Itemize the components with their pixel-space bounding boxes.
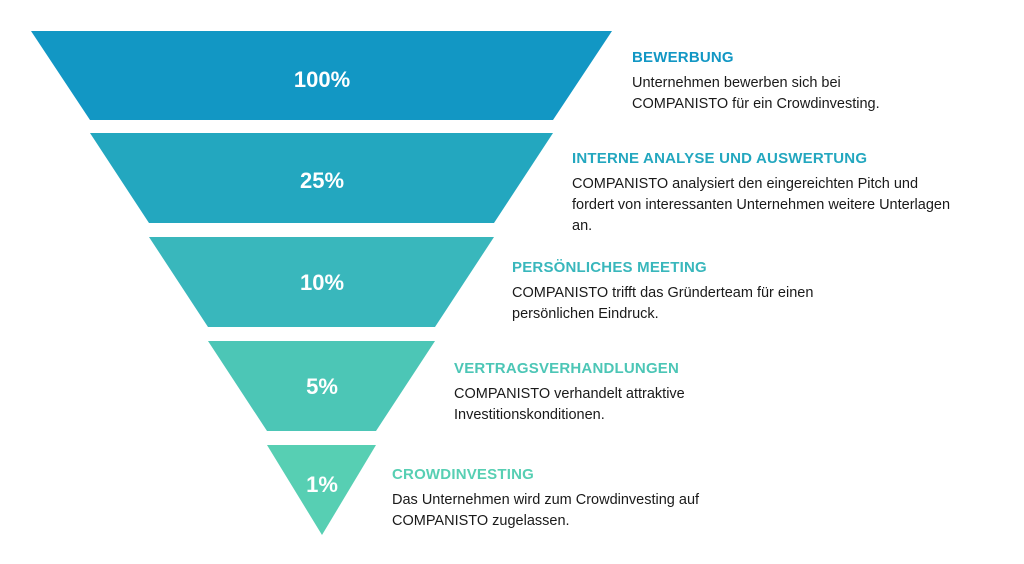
funnel-stage-5: 1% [267, 445, 376, 535]
funnel-segment-vertrag [208, 341, 435, 431]
funnel-stage-2: 25% [90, 133, 553, 223]
stage-text-vertrag: VERTRAGSVERHANDLUNGEN COMPANISTO verhand… [454, 360, 884, 426]
stage-percent-label: 100% [294, 67, 350, 92]
stage-text-crowdinvesting: CROWDINVESTING Das Unternehmen wird zum … [392, 466, 822, 532]
stage-title: VERTRAGSVERHANDLUNGEN [454, 360, 680, 377]
funnel-segment-bewerbung [31, 31, 612, 120]
stage-percent-label: 25% [300, 168, 344, 193]
stage-title: PERSÖNLICHES MEETING [512, 259, 707, 276]
funnel-segment-meeting [149, 237, 494, 327]
stage-title: INTERNE ANALYSE UND AUSWERTUNG [572, 150, 868, 167]
funnel-stage-3: 10% [149, 237, 494, 327]
stage-description: COMPANISTO analysiert den eingereichten … [572, 176, 951, 234]
stage-percent-label: 10% [300, 270, 344, 295]
stage-description: Unternehmen bewerben sich bei COMPANISTO… [632, 75, 880, 112]
stage-text-bewerbung: BEWERBUNG Unternehmen bewerben sich bei … [632, 49, 1024, 115]
stage-description: COMPANISTO verhandelt attraktive Investi… [454, 386, 685, 423]
funnel-stage-1: 100% [31, 31, 612, 120]
stage-description: COMPANISTO trifft das Gründerteam für ei… [512, 285, 814, 322]
stage-percent-label: 1% [306, 472, 338, 497]
stage-percent-label: 5% [306, 374, 338, 399]
stage-description: Das Unternehmen wird zum Crowdinvesting … [392, 492, 700, 529]
funnel-segment-analyse [90, 133, 553, 223]
funnel-stage-4: 5% [208, 341, 435, 431]
stage-text-meeting: PERSÖNLICHES MEETING COMPANISTO trifft d… [512, 259, 942, 325]
funnel-segment-crowdinvesting [267, 445, 376, 535]
stage-text-analyse: INTERNE ANALYSE UND AUSWERTUNG COMPANIST… [572, 150, 1002, 237]
stage-title: CROWDINVESTING [392, 466, 534, 483]
stage-title: BEWERBUNG [632, 49, 734, 66]
